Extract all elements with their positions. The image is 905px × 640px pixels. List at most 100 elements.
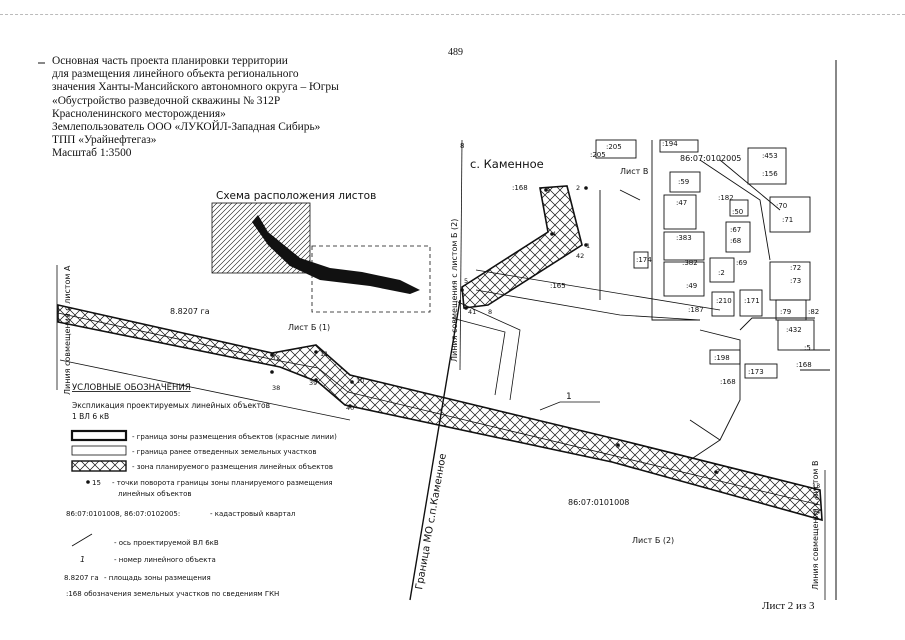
parcel-label: :67 — [730, 226, 741, 234]
parcel-label: :173 — [748, 368, 764, 376]
parcel-labels: :205 :205 :194 :168 :453 :156 :59 :182 :… — [512, 140, 819, 386]
parcel-label: :82 — [808, 308, 819, 316]
sheet-v-label: Лист В — [620, 167, 648, 176]
vertex-label-41: 41 — [468, 308, 476, 316]
vertex-label-8: 8 — [488, 308, 492, 316]
title-line-4: «Обустройство разведочной скважины № 312… — [52, 94, 281, 107]
parcel-label: :168 — [796, 361, 812, 369]
object-number-label: 1 — [566, 392, 572, 402]
legend-area-example: 8.8207 га — [64, 574, 99, 582]
cadastre-quarter-2: 86:07:0101008 — [568, 498, 629, 507]
parcel-label: :49 — [686, 282, 697, 290]
legend-object-number-text: - номер линейного объекта — [114, 556, 216, 564]
legend-point-number: 15 — [92, 479, 101, 487]
parcel-label: :383 — [676, 234, 692, 242]
legend-point-text-2: линейных объектов — [118, 490, 192, 498]
parcel-label: :205 — [590, 151, 606, 159]
legend-object-number-symbol: 1 — [80, 555, 85, 564]
parcel-label: :432 — [786, 326, 802, 334]
vertex-label-38: 38 — [272, 384, 280, 392]
legend-axis-text: - ось проектируемой ВЛ 6кВ — [114, 539, 219, 547]
parcel-label: :5 — [804, 344, 811, 352]
sheet-b2-label: Лист Б (2) — [632, 536, 674, 545]
parcel-label: :205 — [606, 143, 622, 151]
parcel-label: :210 — [716, 297, 732, 305]
parcel-label: :71 — [782, 216, 793, 224]
legend-cadastre-text: - кадастровый квартал — [210, 510, 295, 518]
vertex-label-39: 39 — [309, 379, 317, 387]
joint-line-a-label: Линия совмещения с листом А — [63, 265, 72, 395]
legend-zone-text: - зона планируемого размещения линейных … — [132, 463, 333, 471]
vertex-label-9: 9 — [616, 442, 620, 450]
mo-boundary-line — [409, 299, 461, 601]
legend-parcels-swatch — [71, 445, 127, 456]
parcel-label: :70 — [776, 202, 787, 210]
title-line-1: Основная часть проекта планировки террит… — [52, 55, 288, 67]
object-leader — [539, 401, 600, 411]
legend-area-text: - площадь зоны размещения — [104, 574, 211, 582]
parcel-label: :168 — [720, 378, 736, 386]
top-number-8: 8 — [460, 142, 464, 150]
legend-zone-swatch — [71, 460, 127, 472]
vertex-label-4: 4 — [552, 230, 556, 238]
parcel-label: :382 — [682, 259, 698, 267]
parcel-label: :453 — [762, 152, 778, 160]
parcel-label: :47 — [676, 199, 687, 207]
legend-object: 1 ВЛ 6 кВ — [72, 412, 109, 421]
parcel-label: :50 — [732, 208, 743, 216]
parcel-label: :194 — [662, 140, 678, 148]
parcel-label: :79 — [780, 308, 791, 316]
vertex-label-12: 12 — [272, 354, 280, 362]
title-line-3: значения Ханты-Мансийского автономного о… — [52, 81, 339, 94]
parcel-label: :156 — [762, 170, 778, 178]
vertex-label-42: 42 — [576, 252, 584, 260]
legend-red-lines-swatch — [70, 429, 128, 442]
settlement-label: с. Каменное — [470, 157, 544, 171]
roads — [59, 269, 721, 421]
legend-axis-symbol — [71, 533, 93, 547]
joint-line-b — [459, 139, 463, 371]
legend-point-dot — [86, 480, 90, 484]
vertex-label-5: 5 — [464, 277, 468, 285]
parcel-label: :187 — [688, 306, 704, 314]
placement-zone-main — [57, 304, 823, 522]
vertex-label-3: 3 — [546, 187, 550, 195]
vertex-label-6: 6 — [815, 494, 819, 502]
parcel-label: :174 — [636, 256, 652, 264]
parcel-label: :171 — [744, 297, 760, 305]
parcel-label: :2 — [718, 269, 725, 277]
parcel-label: :68 — [730, 237, 741, 245]
scale-label: Масштаб 1:3500 — [52, 147, 132, 160]
parcel-label: :59 — [678, 178, 689, 186]
area-label: 8.8207 га — [170, 307, 210, 316]
vertex-label-1: 1 — [586, 242, 590, 250]
joint-line-b-label: Линия совмещения с листом Б (2) — [450, 219, 459, 362]
parcel-label: :168 — [512, 184, 528, 192]
vertex-label-7: 7 — [716, 468, 720, 476]
land-user: Землепользователь ООО «ЛУКОЙЛ-Западная С… — [52, 121, 321, 134]
title-block: Основная часть проекта планировки террит… — [52, 55, 339, 161]
joint-line-v-label: Линия совмещения с листом В — [811, 461, 820, 590]
placement-zone-branch — [461, 185, 583, 309]
legend-parcels-text: - граница ранее отведенных земельных уча… — [132, 448, 317, 456]
overhead-line-axis — [57, 312, 821, 506]
sheet-count: Лист 2 из 3 — [762, 600, 815, 612]
parcel-label: :182 — [718, 194, 734, 202]
legend-red-lines-text: - граница зоны размещения объектов (крас… — [132, 433, 337, 441]
legend-cadastre-example: 86:07:0101008, 86:07:0102005: — [66, 510, 180, 518]
legend-point-text-1: - точки поворота границы зоны планируемо… — [112, 479, 333, 487]
legend-parcel-text: :168 обозначения земельных участков по с… — [66, 590, 279, 598]
vertex-labels: 1 2 3 4 5 6 7 8 9 10 11 12 13 14 38 39 4… — [272, 184, 820, 516]
title-line-5: Красноленинского месторождения» — [52, 107, 226, 120]
vertex-label-10: 10 — [356, 377, 364, 385]
parcel-label: :198 — [714, 354, 730, 362]
tpp-name: ТПП «Урайнефтегаз» — [52, 134, 157, 147]
inset-scheme — [211, 202, 431, 313]
parcel-label: :69 — [736, 259, 747, 267]
parcel-label: :72 — [790, 264, 801, 272]
sheet-b1-label: Лист Б (1) — [288, 323, 330, 332]
legend: УСЛОВНЫЕ ОБОЗНАЧЕНИЯ Экспликация проекти… — [64, 383, 337, 598]
legend-title: УСЛОВНЫЕ ОБОЗНАЧЕНИЯ — [72, 383, 191, 393]
